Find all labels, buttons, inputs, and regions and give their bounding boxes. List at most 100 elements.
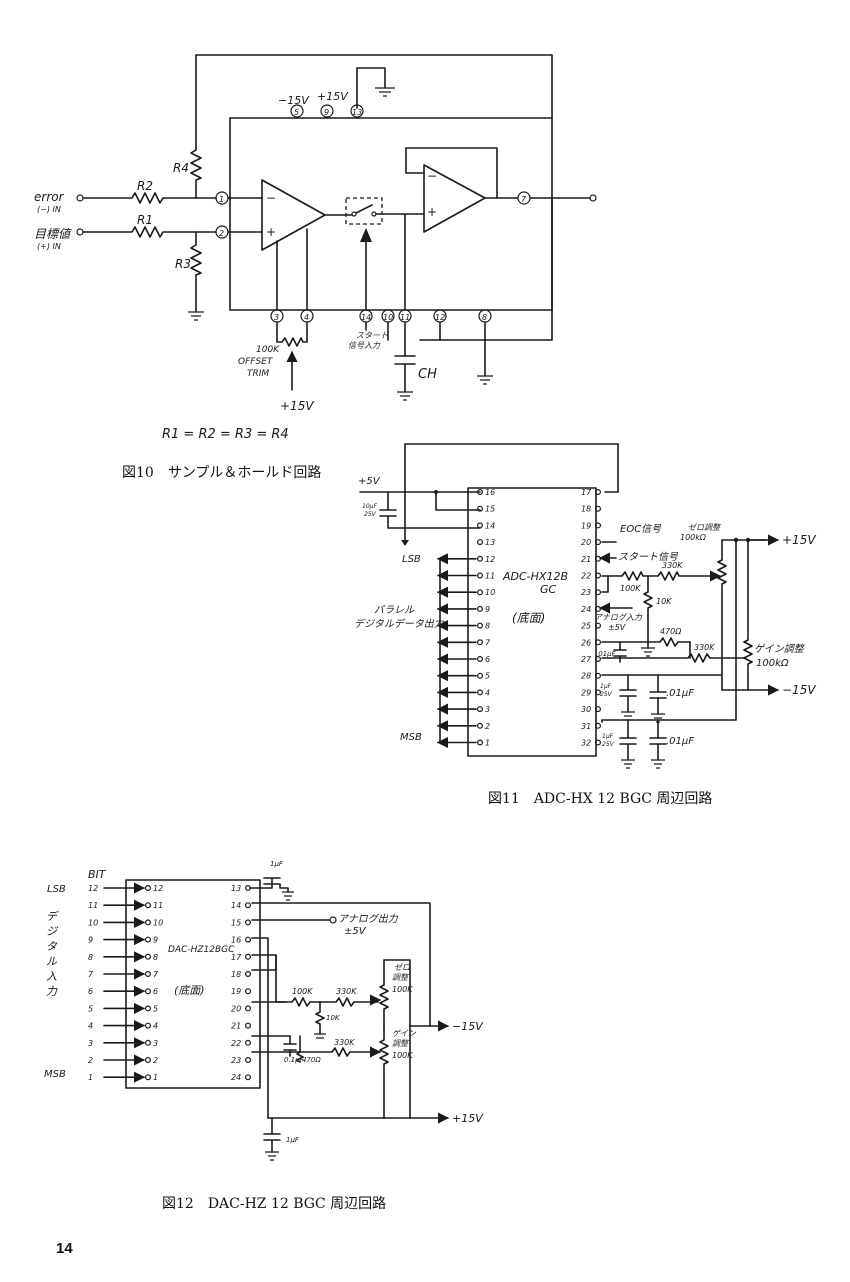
bit-number: 7 bbox=[88, 970, 94, 979]
pin-label: 12 bbox=[435, 313, 445, 322]
adc-right-pin-27: 27 bbox=[581, 655, 601, 664]
bit-number: 12 bbox=[88, 884, 98, 893]
dac-c01: 0.1μF bbox=[284, 1056, 305, 1064]
adc-left-pin-13: 13 bbox=[477, 538, 495, 547]
pin-number: 22 bbox=[231, 1039, 241, 1048]
dac-right-pin-20: 20 bbox=[231, 1004, 252, 1013]
adc-r100k: 100K bbox=[620, 584, 641, 593]
adc-supply-label: +5V bbox=[358, 476, 381, 487]
bit-number: 9 bbox=[88, 936, 93, 945]
fig10-caption: 図10 サンプル＆ホールド回路 bbox=[122, 465, 322, 481]
bit-number: 8 bbox=[88, 953, 93, 962]
dac-right-pin-18: 18 bbox=[231, 970, 252, 979]
dac-left-pin-11: 11 bbox=[145, 901, 163, 910]
adc-right-pin-32: 32 bbox=[581, 739, 601, 748]
dac-pos15-label: +15V bbox=[452, 1112, 484, 1125]
fig10-r2-label: R2 bbox=[137, 179, 153, 193]
bit-number: 2 bbox=[88, 1056, 93, 1065]
dac-left-pin-1: 1 bbox=[145, 1073, 158, 1082]
adc-right-pin-25: 25 bbox=[581, 622, 601, 631]
pin-label: 8 bbox=[482, 313, 487, 322]
adc-msb-label: MSB bbox=[400, 732, 422, 743]
adc-view-label: (底面) bbox=[512, 611, 545, 625]
bit-number: 3 bbox=[88, 1039, 93, 1048]
adc-r330k-b: 330K bbox=[694, 643, 715, 652]
bit-number: 11 bbox=[88, 901, 98, 910]
adc-pos15-label: +15V bbox=[782, 533, 816, 547]
page-number: 14 bbox=[56, 1240, 73, 1257]
pin-label: 7 bbox=[521, 195, 527, 204]
adc-r470: 470Ω bbox=[660, 627, 682, 636]
adc-r330k-a: 330K bbox=[662, 561, 683, 570]
dac-chip bbox=[125, 879, 261, 1089]
pin-number: 1 bbox=[153, 1073, 158, 1082]
adc-c01-c: .01μF bbox=[666, 736, 694, 747]
pin-number: 17 bbox=[581, 488, 592, 497]
adc-left-pin-7: 7 bbox=[477, 638, 491, 647]
svg-text:+: + bbox=[266, 225, 276, 239]
start-signal-label: スタート 信号入力 bbox=[348, 331, 391, 350]
adc-right-pin-23: 23 bbox=[581, 588, 601, 597]
pin-number: 32 bbox=[581, 739, 591, 748]
pin-number: 14 bbox=[485, 521, 495, 530]
pin-label: 4 bbox=[304, 313, 309, 322]
adc-right-pin-19: 19 bbox=[581, 521, 601, 530]
target-input-terminal bbox=[76, 228, 84, 236]
bit-number: 4 bbox=[88, 1022, 93, 1031]
dac-msb-label: MSB bbox=[44, 1069, 66, 1080]
adc-r10k: 10K bbox=[656, 597, 672, 606]
dac-digital-in-label: デジタル入力 bbox=[46, 910, 59, 998]
dac-chip-label: DAC-HZ12BGC bbox=[168, 945, 235, 955]
dac-right-pin-17: 17 bbox=[231, 953, 252, 962]
fig10-equation: R1 = R2 = R3 = R4 bbox=[162, 427, 289, 442]
pin-number: 19 bbox=[231, 987, 241, 996]
dac-r10k: 10K bbox=[326, 1014, 341, 1022]
dac-cap-bottom: 1μF bbox=[286, 1136, 300, 1144]
dac-right-pin-15: 15 bbox=[231, 918, 252, 927]
dac-left-pin-8: 8 bbox=[145, 953, 158, 962]
error-label: error bbox=[34, 190, 65, 204]
adc-left-pin-14: 14 bbox=[477, 521, 495, 530]
fig10-pos15-label: +15V bbox=[317, 90, 349, 103]
dac-right-pin-21: 21 bbox=[231, 1022, 252, 1031]
adc-right-pin-17: 17 bbox=[581, 488, 601, 497]
fig10-r3-label: R3 bbox=[175, 257, 191, 271]
adc-c01-a: .01μF bbox=[596, 650, 617, 658]
pin-number: 8 bbox=[485, 622, 490, 631]
pin-number: 18 bbox=[581, 505, 591, 514]
pin-label: 13 bbox=[352, 108, 362, 117]
pin-number: 20 bbox=[581, 538, 591, 547]
fig10-r1-label: R1 bbox=[137, 213, 153, 227]
pin-number: 1 bbox=[485, 739, 490, 748]
dac-left-pin-9: 9 bbox=[145, 936, 158, 945]
offset-trim-label: 100K OFFSET TRIM bbox=[238, 345, 282, 379]
dac-r330k-b: 330K bbox=[334, 1038, 355, 1047]
pin-number: 6 bbox=[153, 987, 158, 996]
adc-left-pin-10: 10 bbox=[477, 588, 495, 597]
pin-number: 9 bbox=[153, 936, 158, 945]
adc-right-pin-30: 30 bbox=[581, 705, 601, 714]
dac-left-pin-10: 10 bbox=[145, 918, 163, 927]
fig10-r4-label: R4 bbox=[173, 161, 189, 175]
pin-number: 24 bbox=[581, 605, 591, 614]
adc-right-pin-28: 28 bbox=[581, 672, 601, 681]
pin-number: 15 bbox=[485, 505, 495, 514]
pin-number: 26 bbox=[581, 638, 591, 647]
pin-label: 1 bbox=[219, 195, 224, 204]
adc-left-pin-16: 16 bbox=[477, 488, 495, 497]
pin-label: 11 bbox=[400, 313, 410, 322]
pin-number: 5 bbox=[485, 672, 490, 681]
analog-in-label: アナログ入力±5V bbox=[594, 613, 643, 632]
ch-capacitor-label: CH bbox=[418, 367, 437, 382]
adc-right-pin-22: 22 bbox=[581, 572, 601, 581]
adc-chip bbox=[467, 487, 597, 757]
adc-start-label: スタート信号 bbox=[618, 551, 679, 563]
pin-number: 10 bbox=[153, 918, 163, 927]
pin-number: 14 bbox=[231, 901, 241, 910]
